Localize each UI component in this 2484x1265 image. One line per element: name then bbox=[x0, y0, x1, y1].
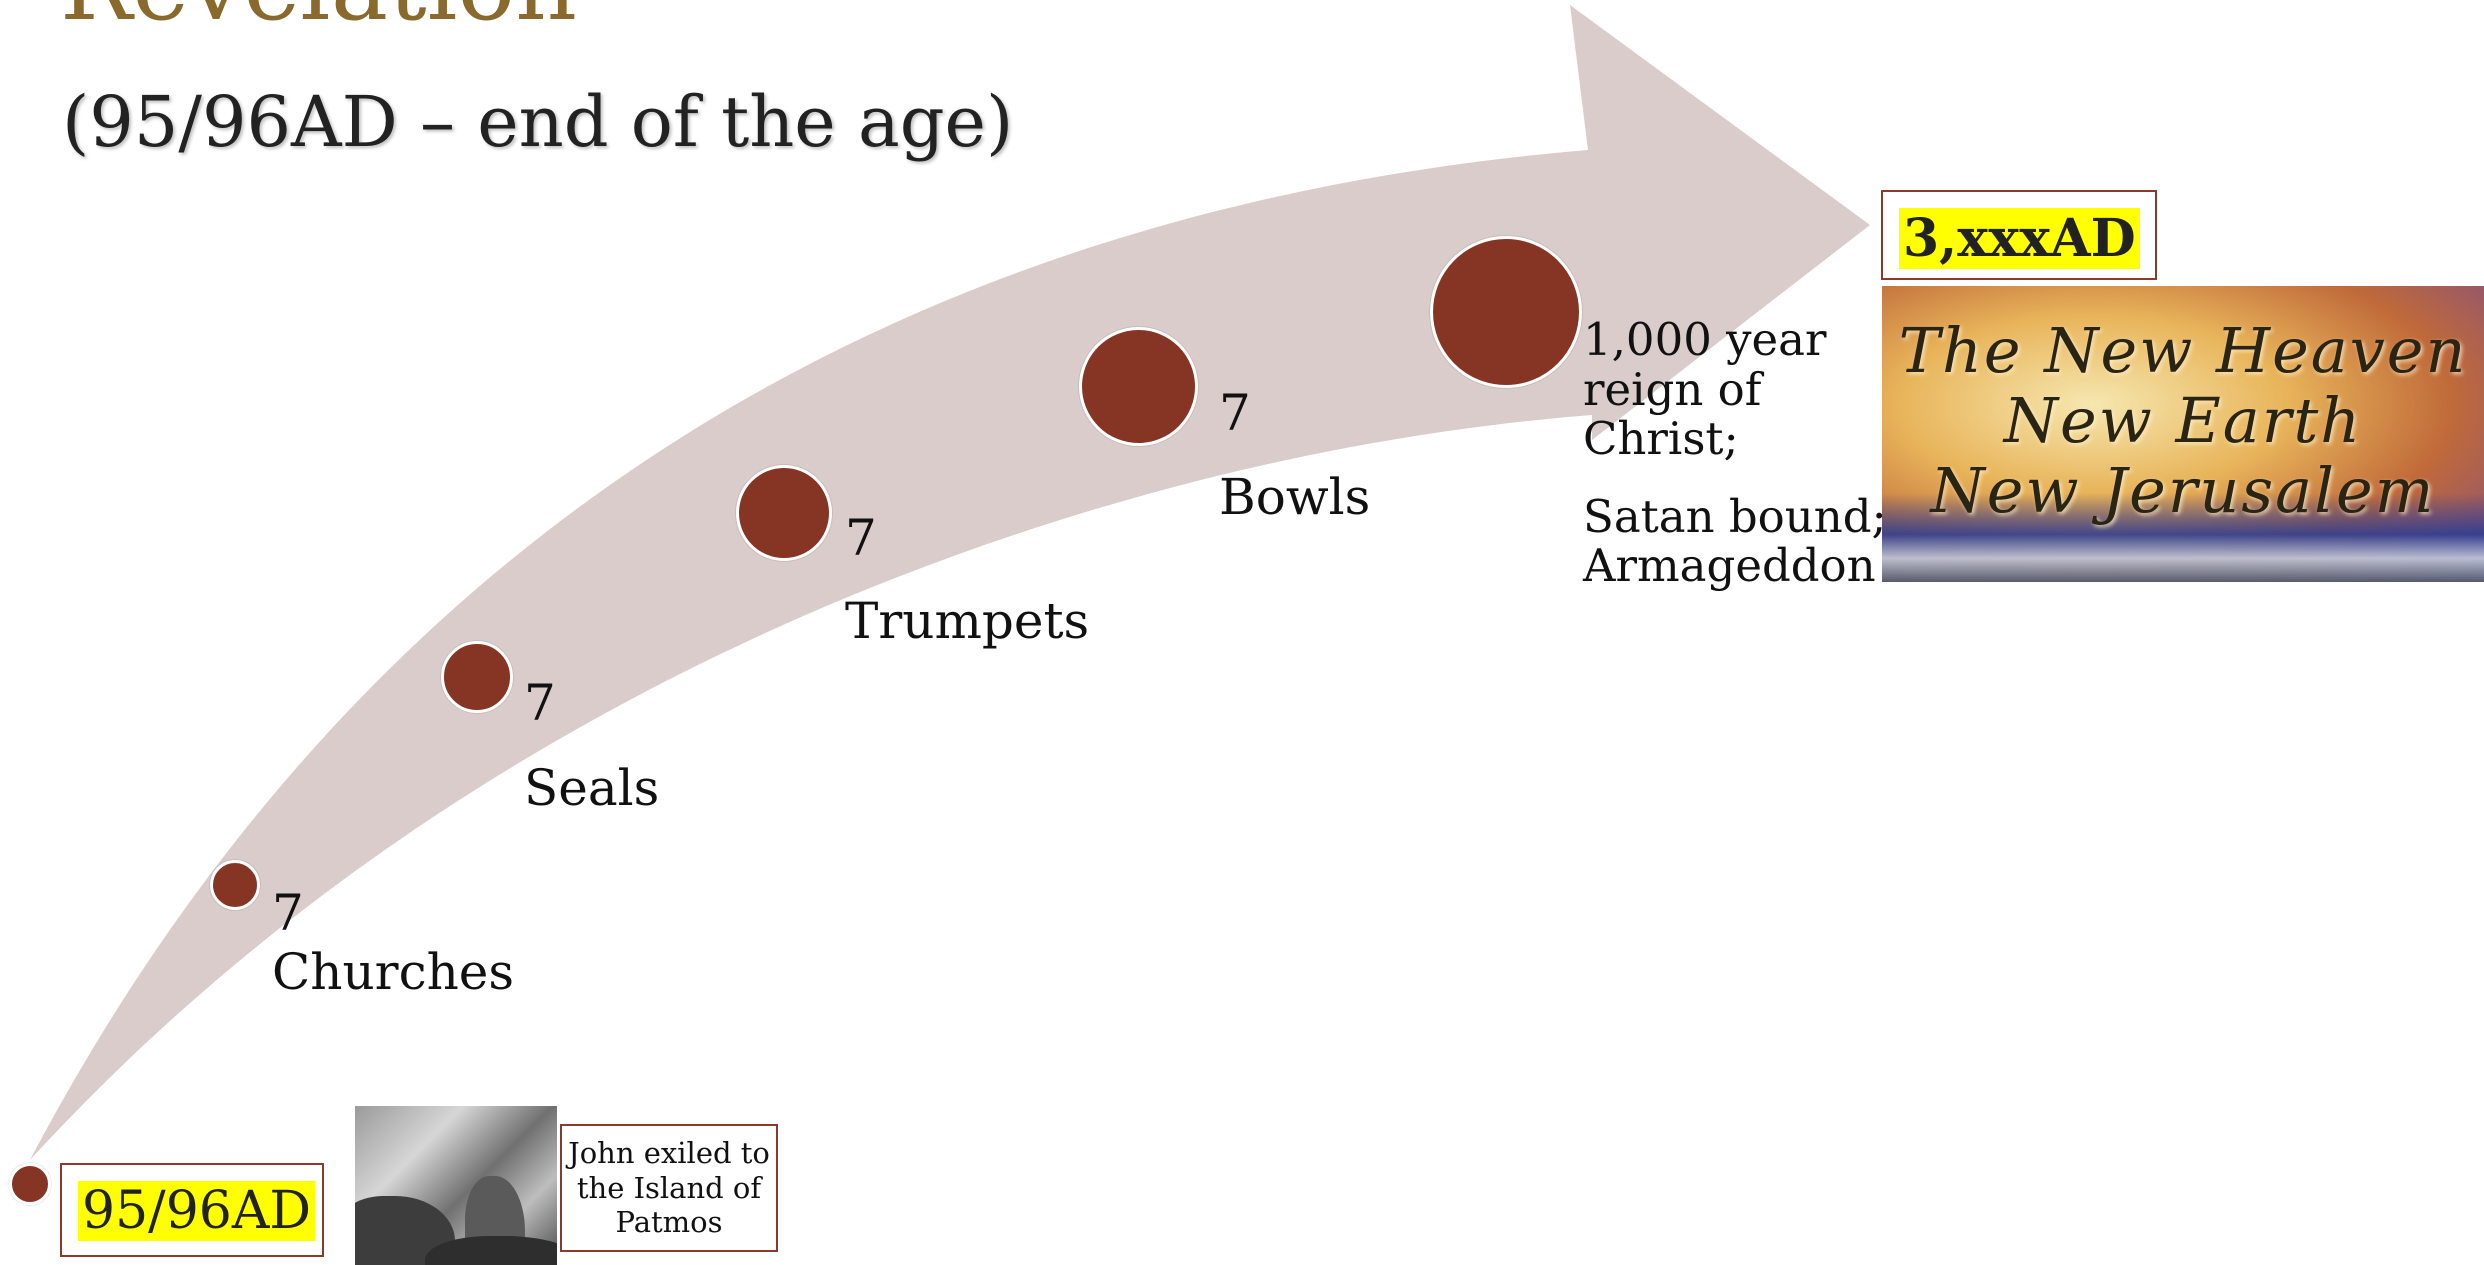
reign-line-5: Armageddon bbox=[1583, 539, 1876, 592]
john-caption-box: John exiled to the Island of Patmos bbox=[560, 1124, 778, 1252]
reign-line-1: 1,000 year bbox=[1583, 313, 1827, 366]
start-date-label: 95/96AD bbox=[78, 1181, 316, 1241]
bowls-label: Bowls bbox=[1219, 468, 1371, 526]
bowls-circle bbox=[1079, 327, 1198, 446]
end-date-box: 3,xxxAD bbox=[1881, 190, 2157, 280]
trumpets-number: 7 bbox=[845, 509, 877, 567]
reign-line-3: Christ; bbox=[1583, 412, 1739, 465]
heaven-line-1: The New Heaven bbox=[1898, 314, 2468, 387]
trumpets-label: Trumpets bbox=[845, 592, 1090, 650]
churches-circle bbox=[210, 860, 260, 910]
churches-number: 7 bbox=[272, 884, 304, 942]
bowls-number: 7 bbox=[1219, 384, 1251, 442]
end-date-label: 3,xxxAD bbox=[1899, 208, 2140, 269]
seals-circle bbox=[441, 641, 513, 713]
seals-label: Seals bbox=[524, 759, 660, 817]
john-caption-text: John exiled to the Island of Patmos bbox=[568, 1135, 770, 1240]
reign-line-4: Satan bound; bbox=[1583, 489, 1887, 543]
arrow-shape bbox=[30, 5, 1870, 1160]
seals-number: 7 bbox=[524, 674, 556, 732]
slide-subtitle: (95/96AD – end of the age) bbox=[62, 81, 1014, 163]
heaven-line-3: New Jerusalem bbox=[1930, 454, 2436, 527]
start-circle bbox=[9, 1163, 51, 1205]
reign-line-2: reign of bbox=[1583, 362, 1762, 416]
start-date-box: 95/96AD bbox=[60, 1163, 324, 1257]
new-heaven-image-icon: The New Heaven New Earth New Jerusalem bbox=[1882, 286, 2484, 582]
churches-label: Churches bbox=[272, 943, 515, 1001]
heaven-line-2: New Earth bbox=[2003, 384, 2363, 457]
slide-title: Revelation bbox=[60, 0, 577, 34]
trumpets-circle bbox=[736, 465, 832, 561]
reign-circle bbox=[1430, 236, 1582, 388]
engraving-image-icon bbox=[355, 1106, 557, 1265]
reign-text: 1,000 year reign of Christ; Satan bound;… bbox=[1583, 315, 1887, 591]
